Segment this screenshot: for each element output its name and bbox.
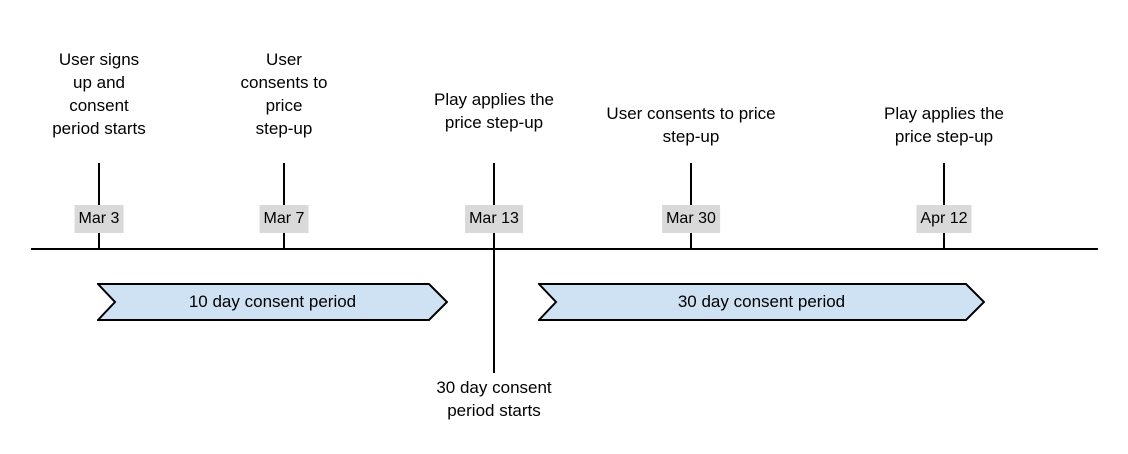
timeline-axis: [31, 248, 1098, 250]
event-label-apply-2: Play applies the price step-up: [883, 104, 1005, 146]
consent-period-10-day: 10 day consent period: [97, 283, 448, 321]
event-label-signup: User signs up and consent period starts: [52, 50, 146, 138]
event-date-badge-apr12: Apr 12: [916, 205, 972, 233]
chevron-arrow-shape: [97, 283, 448, 321]
chevron-arrow-shape: [538, 283, 985, 321]
annotation-label: 30 day consent period starts: [436, 378, 552, 420]
event-label-consent-1: User consents to price step-up: [240, 50, 328, 138]
event-label-consent-2: User consents to price step-up: [606, 104, 776, 146]
event-date-badge-mar7: Mar 7: [259, 205, 309, 233]
period-label-30-day: 30 day consent period: [677, 292, 846, 311]
consent-period-30-day: 30 day consent period: [538, 283, 985, 321]
period-label-10-day: 10 day consent period: [188, 292, 357, 311]
event-label-apply-1: Play applies the price step-up: [433, 90, 555, 132]
event-date-badge-mar13: Mar 13: [465, 205, 523, 233]
event-date-badge-mar30: Mar 30: [662, 205, 720, 233]
annotation-connector-line: [493, 250, 495, 373]
event-date-badge-mar3: Mar 3: [74, 205, 124, 233]
